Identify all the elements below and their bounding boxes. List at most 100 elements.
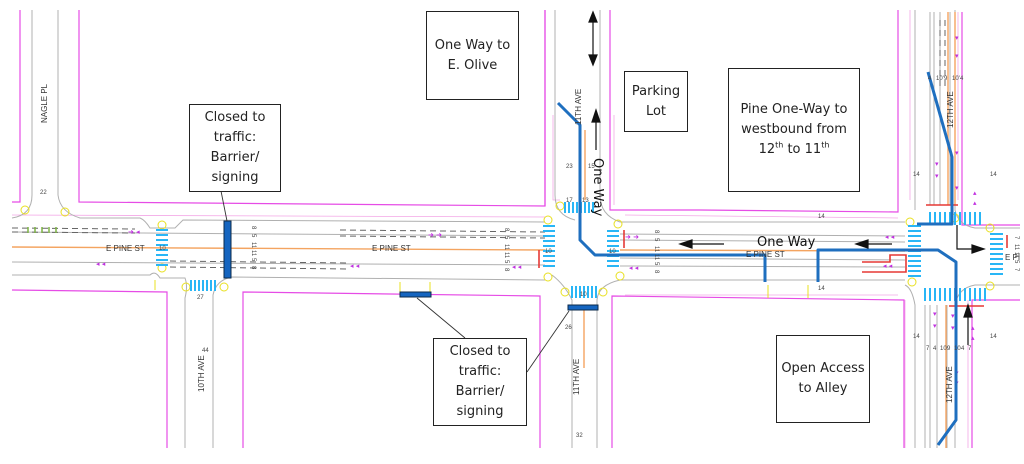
dim-pine-mid-lanes: 5 <box>503 236 509 240</box>
svg-text:◂ ◂: ◂ ◂ <box>350 262 360 270</box>
barrier-pine-west <box>223 220 232 279</box>
dim-11th-e-xw: 10 <box>609 249 616 255</box>
dim-twelfth-e-lanes: 5 <box>1013 260 1019 264</box>
callout-line: 12th to 11th <box>740 140 847 160</box>
callout-line: traffic: <box>458 364 502 379</box>
sup-th: th <box>775 140 784 150</box>
callout-leaders <box>220 190 570 373</box>
svg-text:◂ ◂: ◂ ◂ <box>512 263 522 271</box>
barrier-pine-south-sidewalk <box>399 291 432 298</box>
callout-line: westbound from <box>741 122 847 137</box>
barriers <box>223 220 599 311</box>
callout-line: Pine One-Way to <box>740 102 848 117</box>
callout-line: Barrier/ <box>455 384 505 399</box>
dim-pine-west-lanes: 5 <box>250 258 256 262</box>
svg-text:◂ ◂: ◂ ◂ <box>885 233 895 241</box>
dim-12th-n-right: 14 <box>990 172 997 178</box>
callout-pine-one-way: Pine One-Way to westbound from 12th to 1… <box>728 68 860 192</box>
dim-pine-east-lanes: 8 <box>653 230 659 234</box>
svg-text:▴: ▴ <box>971 334 975 342</box>
callout-line: Barrier/ <box>210 150 260 165</box>
street-label-10th-ave: 10TH AVE <box>197 355 206 392</box>
crosswalk-12th-east <box>990 233 1003 275</box>
dim-twelfth-s-lanes: 9 <box>947 346 951 352</box>
dim-11th-s-bottom: 32 <box>576 433 583 439</box>
detour-route <box>556 71 958 446</box>
dim-twelfth-e-lanes: 7 <box>1013 268 1019 272</box>
turn-arrow-east-icon <box>956 225 986 254</box>
dimension-labels: 22 10 27 44 23 15 17 13 10 10 10 26 32 1… <box>40 164 997 439</box>
dim-pine-mid-lanes: 5 <box>503 260 509 264</box>
route-11th-pine <box>556 101 767 282</box>
svg-text:➜ ➜: ➜ ➜ <box>625 233 639 241</box>
dim-twelfth-n-lanes: 9 <box>944 76 948 82</box>
svg-text:▾: ▾ <box>933 322 937 330</box>
street-label-e-pine-west: E PINE ST <box>106 244 145 253</box>
dim-twelfth-s-lanes: 10 <box>954 346 961 352</box>
crosswalk-11th-west <box>543 225 555 267</box>
dim-twelfth-e-lanes: 7 <box>1013 236 1019 240</box>
dim-twelfth-e-lanes: 11 <box>1013 244 1019 251</box>
dim-pine-mid-lanes: 11 <box>503 252 509 259</box>
callout-line: traffic: <box>213 130 257 145</box>
text-12: 12 <box>758 142 776 157</box>
dim-pine-west-lanes: 5 <box>250 234 256 238</box>
dim-twelfth-s-lanes: 4 <box>961 346 965 352</box>
dim-pine-east-bottom: 14 <box>818 286 825 292</box>
callout-one-way-olive: One Way to E. Olive <box>426 11 519 100</box>
street-label-e-pine-far-east: E PI <box>1005 253 1020 262</box>
callout-line: to Alley <box>798 381 848 396</box>
dim-11th-n-right: 15 <box>588 164 595 170</box>
sup-th: th <box>821 140 830 150</box>
crosswalk-12th-west <box>908 225 921 277</box>
svg-text:◂ ◂: ◂ ◂ <box>96 260 106 268</box>
dim-pine-west-lanes: 11 <box>250 250 256 257</box>
dim-11th-n-xw-left: 17 <box>566 198 573 204</box>
dim-twelfth-n-lanes: 10' <box>936 76 944 82</box>
property-lines-inner <box>11 10 969 448</box>
dim-twelfth-n-lanes: 4 <box>960 76 964 82</box>
crosswalk-12th-north <box>929 212 981 225</box>
svg-text:▾: ▾ <box>951 312 955 320</box>
street-label-11th-ave-north: 11TH AVE <box>574 89 583 125</box>
dim-10th-xw: 10 <box>159 246 166 252</box>
crosswalks <box>156 202 1003 301</box>
dim-twelfth-s-lanes: 10 <box>940 346 947 352</box>
dim-pine-west-lanes: 11 <box>250 242 256 249</box>
callout-line: Open Access <box>781 361 865 376</box>
svg-text:▴: ▴ <box>971 324 975 332</box>
dim-pine-mid-lanes: 8 <box>503 228 509 232</box>
callout-line: signing <box>456 404 504 419</box>
dim-pine-mid-lanes: 8 <box>503 268 509 272</box>
dim-pine-east-lanes: 8 <box>653 270 659 274</box>
svg-text:▾: ▾ <box>935 160 939 168</box>
svg-text:▴: ▴ <box>973 189 977 197</box>
dim-pine-east-top: 14 <box>818 214 825 220</box>
svg-text:➜ ➜: ➜ ➜ <box>428 231 442 239</box>
barrier-11th-south <box>567 304 599 311</box>
street-label-e-pine-mid: E PINE ST <box>372 244 411 253</box>
dim-10th-top: 27 <box>197 295 204 301</box>
dim-pine-east-lanes: 11 <box>653 254 659 261</box>
svg-text:▾: ▾ <box>935 172 939 180</box>
callout-line: Lot <box>645 103 667 119</box>
callout-parking-lot: Parking Lot <box>624 71 688 132</box>
dim-pine-east-lanes: 5 <box>653 238 659 242</box>
crosswalk-10th-south <box>190 280 216 291</box>
dim-twelfth-n-lanes: 10' <box>952 76 960 82</box>
svg-text:▾: ▾ <box>955 52 959 60</box>
street-label-nagle-pl: NAGLE PL <box>40 83 49 123</box>
dim-11th-s-xw: 10 <box>580 292 587 298</box>
callout-closed-west: Closed to traffic: Barrier/ signing <box>189 104 281 192</box>
dim-twelfth-s-lanes: 7 <box>926 346 930 352</box>
dashed-lane-lines <box>11 20 946 270</box>
street-label-12th-ave-south: 12TH AVE <box>945 366 954 403</box>
street-label-11th-ave-south: 11TH AVE <box>572 359 581 395</box>
direction-arrows <box>588 10 986 345</box>
svg-text:◂ ◂: ◂ ◂ <box>629 264 639 272</box>
dim-11th-n-xw-right: 13 <box>582 198 589 204</box>
dim-11th-s-width: 26 <box>565 325 572 331</box>
svg-text:▾: ▾ <box>955 34 959 42</box>
parking-marks <box>27 227 57 233</box>
dim-twelfth-e-lanes: 11 <box>1013 252 1019 259</box>
